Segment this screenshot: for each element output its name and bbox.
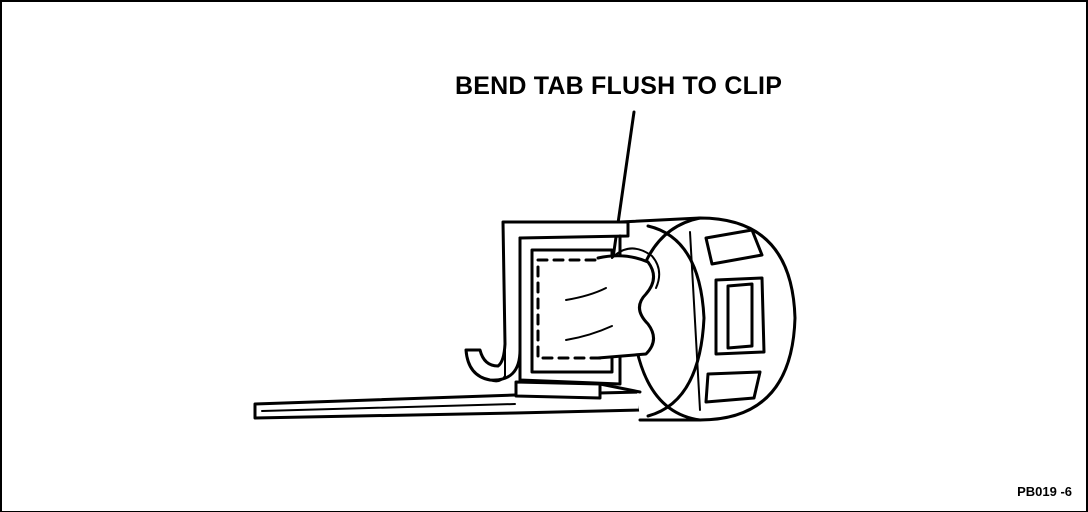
callout-label: BEND TAB FLUSH TO CLIP [455,72,783,100]
lower-block [514,380,602,400]
cylinder-window-bottom [704,370,762,404]
clip-frame [464,220,630,382]
bent-tab [596,254,655,360]
clip-cylinder [618,216,797,422]
inner-plate [530,248,614,374]
cylinder-window-mid [714,276,766,356]
figure-id: PB019 -6 [1017,484,1072,499]
cylinder-window-top [704,228,764,266]
